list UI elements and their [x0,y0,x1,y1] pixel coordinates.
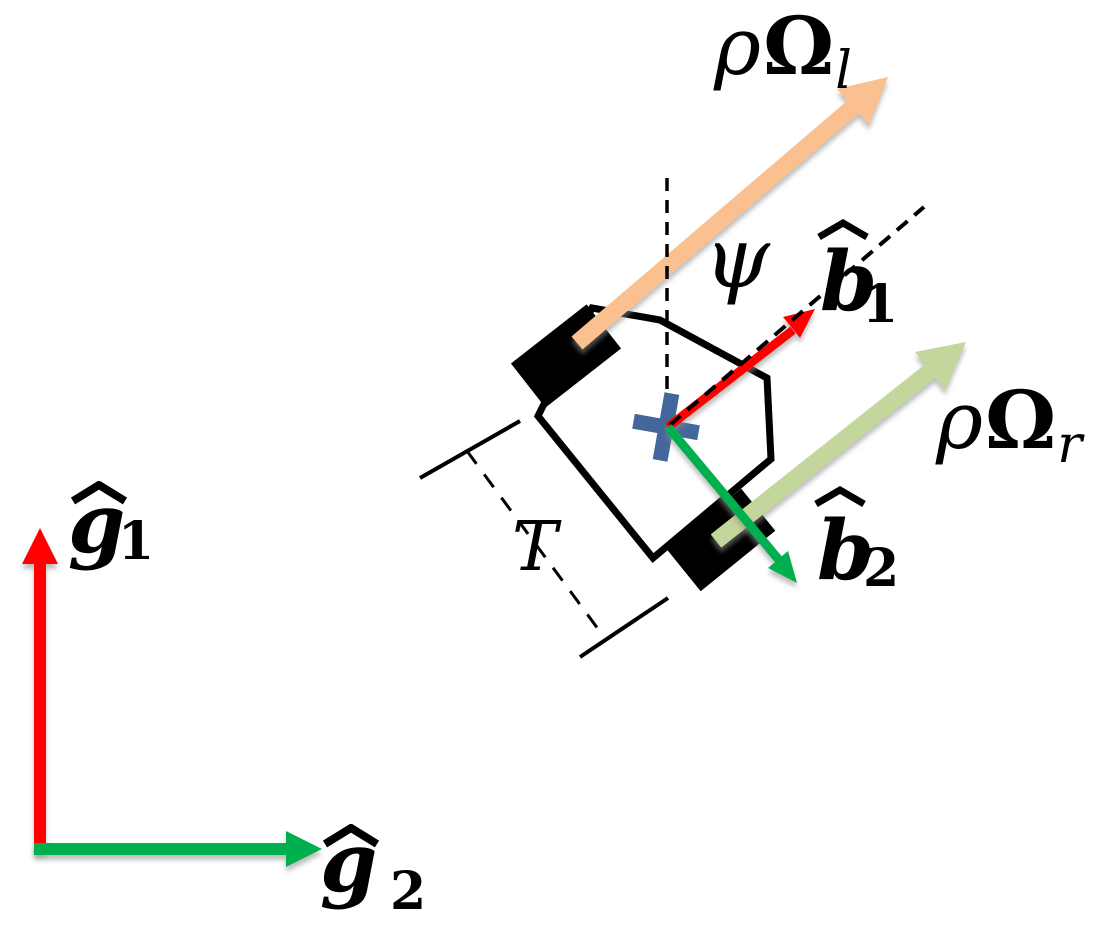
omega-symbol: Ω [985,373,1057,467]
right-wheel-speed-label: ρ Ω r [936,373,1082,471]
right-wheel-velocity-arrow [710,342,966,548]
rho-symbol: ρ [936,374,984,467]
rho-symbol: ρ [714,0,762,93]
right-subscript: r [1057,415,1083,475]
b1-axis-label: b 1 [817,219,898,331]
g1-axis-arrow [22,528,58,852]
hat-icon [814,486,866,508]
track-width-dashed-line [465,450,606,638]
b2-axis-arrow [664,424,797,583]
b2-axis-label: b 2 [814,486,899,599]
g2-axis-label: g 2 [320,822,426,918]
center-marker [632,392,700,462]
heading-dashed-line [668,205,926,427]
hat-icon [322,824,380,848]
track-width-tick-upper [419,419,521,480]
track-width-tick-lower [578,596,670,659]
heading-angle-label: ψ [704,209,770,307]
b1-subscript: 1 [862,274,899,335]
g2-subscript: 2 [390,861,427,922]
robot-body [533,304,775,563]
g1-axis-label: g 1 [68,481,154,568]
left-wheel-velocity-arrow [571,77,888,350]
track-width-label: T [512,508,558,587]
left-subscript: l [835,41,852,101]
b2-base-letter: b [817,503,875,599]
hat-icon [817,219,869,241]
b1-base-letter: b [820,234,878,330]
g2-axis-arrow [34,831,322,867]
omega-symbol: Ω [763,0,835,93]
left-wheel-speed-label: ρ Ω l [714,0,852,97]
g1-subscript: 1 [118,511,155,572]
b2-subscript: 2 [863,538,900,599]
hat-icon [70,481,128,505]
